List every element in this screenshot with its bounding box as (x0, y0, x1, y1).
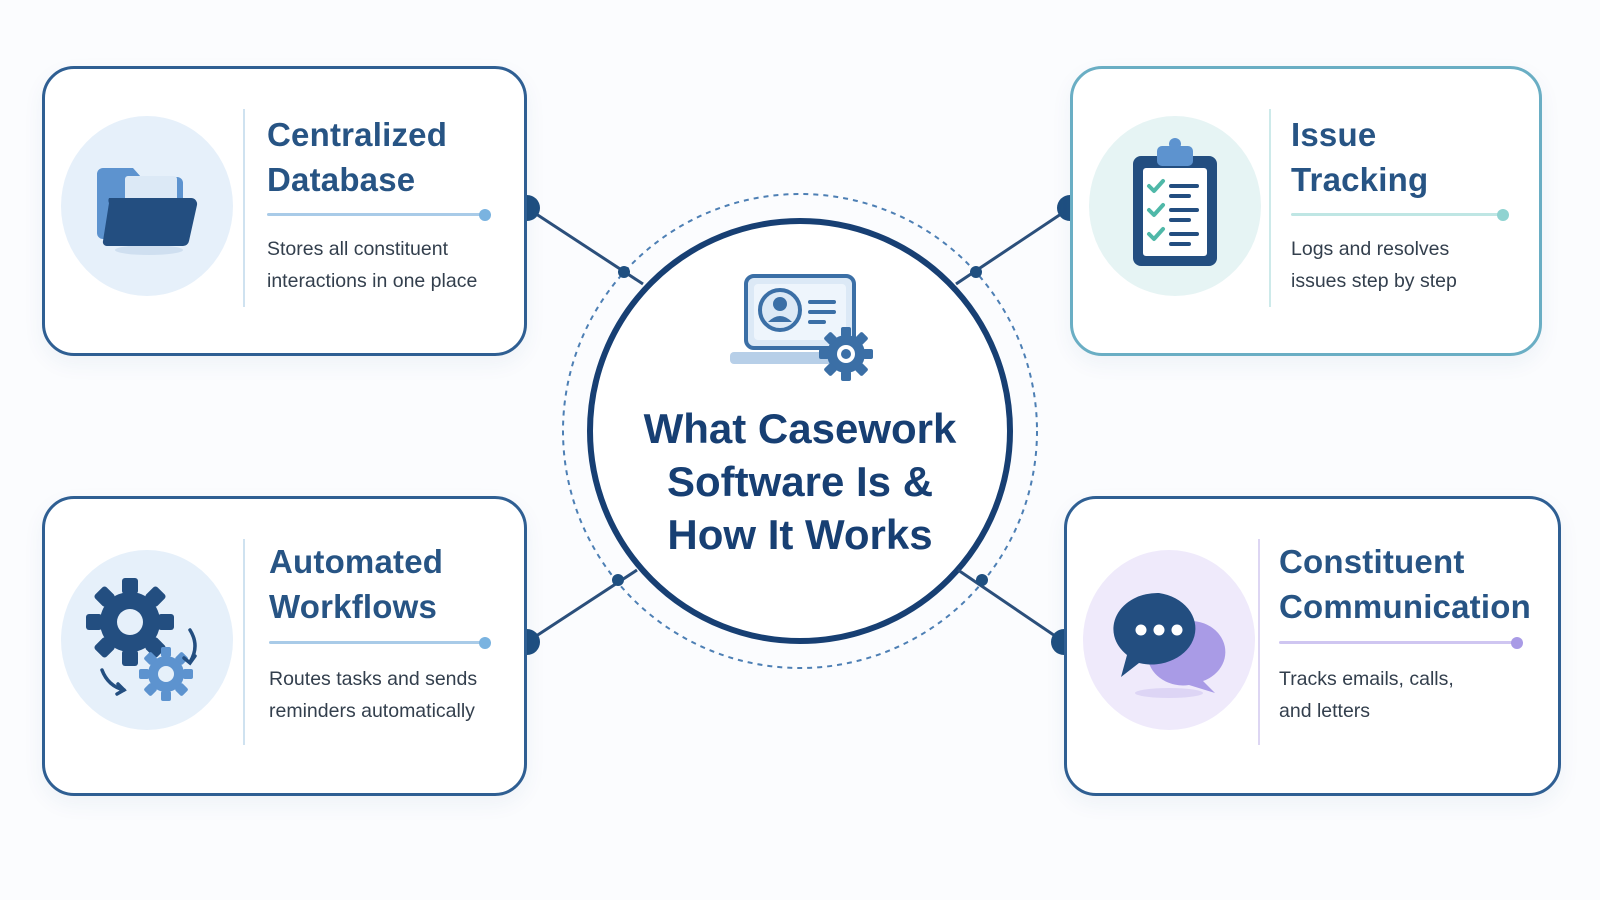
accent-line (1291, 213, 1501, 216)
card-description-line: Routes tasks and sends (269, 668, 478, 690)
accent-dot (479, 637, 491, 649)
card-description-line: reminders automatically (269, 700, 475, 722)
laptop-profile-gear-icon (730, 274, 873, 381)
accent-line (269, 641, 483, 644)
card-description: Tracks emails, calls, and letters (1279, 663, 1529, 727)
card-description: Stores all constituent interactions in o… (267, 233, 517, 297)
card-title-line: Tracking (1291, 161, 1429, 198)
card-issue-tracking: Issue Tracking Logs and resolves issues … (1070, 66, 1542, 356)
icon-circle (1083, 550, 1255, 730)
vertical-divider (243, 109, 245, 307)
card-title: Issue Tracking (1291, 112, 1428, 202)
icon-circle (61, 550, 233, 730)
center-circle (587, 218, 1013, 644)
vertical-divider (1258, 539, 1260, 745)
accent-line (1279, 641, 1515, 644)
ring-junction-workflows (612, 574, 624, 586)
card-title-line: Issue (1291, 116, 1377, 153)
accent-dot (1511, 637, 1523, 649)
center-dashed-ring (562, 193, 1038, 669)
clipboard-checklist-icon (1133, 138, 1217, 266)
card-title: Constituent Communication (1279, 539, 1531, 629)
card-title-line: Constituent (1279, 543, 1465, 580)
card-description: Routes tasks and sends reminders automat… (269, 663, 519, 727)
chat-bubbles-icon (1113, 592, 1226, 698)
connector-line-communication (957, 568, 1065, 644)
folder-icon (97, 168, 198, 255)
card-title: Centralized Database (267, 112, 447, 202)
card-description-line: Logs and resolves (1291, 238, 1450, 260)
icon-circle (1089, 116, 1261, 296)
card-title-line: Database (267, 161, 416, 198)
center-title-line: What Casework (643, 405, 957, 452)
center-title-line: Software Is & (666, 458, 934, 505)
card-title-line: Communication (1279, 588, 1531, 625)
card-title: Automated Workflows (269, 539, 443, 629)
accent-dot (1497, 209, 1509, 221)
center-title-line: How It Works (667, 511, 933, 558)
card-title-line: Centralized (267, 116, 448, 153)
card-centralized-database: Centralized Database Stores all constitu… (42, 66, 527, 356)
vertical-divider (243, 539, 245, 745)
vertical-divider (1269, 109, 1271, 307)
center-title: What Casework Software Is & How It Works (600, 402, 1000, 561)
icon-circle (61, 116, 233, 296)
card-description-line: issues step by step (1291, 270, 1457, 292)
gears-icon (86, 578, 197, 701)
card-description-line: interactions in one place (267, 270, 478, 292)
accent-line (267, 213, 483, 216)
card-description: Logs and resolves issues step by step (1291, 233, 1541, 297)
card-title-line: Workflows (269, 588, 438, 625)
card-constituent-communication: Constituent Communication Tracks emails,… (1064, 496, 1561, 796)
card-description-line: Tracks emails, calls, (1279, 668, 1454, 690)
ring-junction-database (618, 266, 630, 278)
card-description-line: Stores all constituent (267, 238, 449, 260)
ring-junction-communication (976, 574, 988, 586)
card-automated-workflows: Automated Workflows Routes tasks and sen… (42, 496, 527, 796)
card-title-line: Automated (269, 543, 444, 580)
accent-dot (479, 209, 491, 221)
card-description-line: and letters (1279, 700, 1371, 722)
ring-junction-issue (970, 266, 982, 278)
